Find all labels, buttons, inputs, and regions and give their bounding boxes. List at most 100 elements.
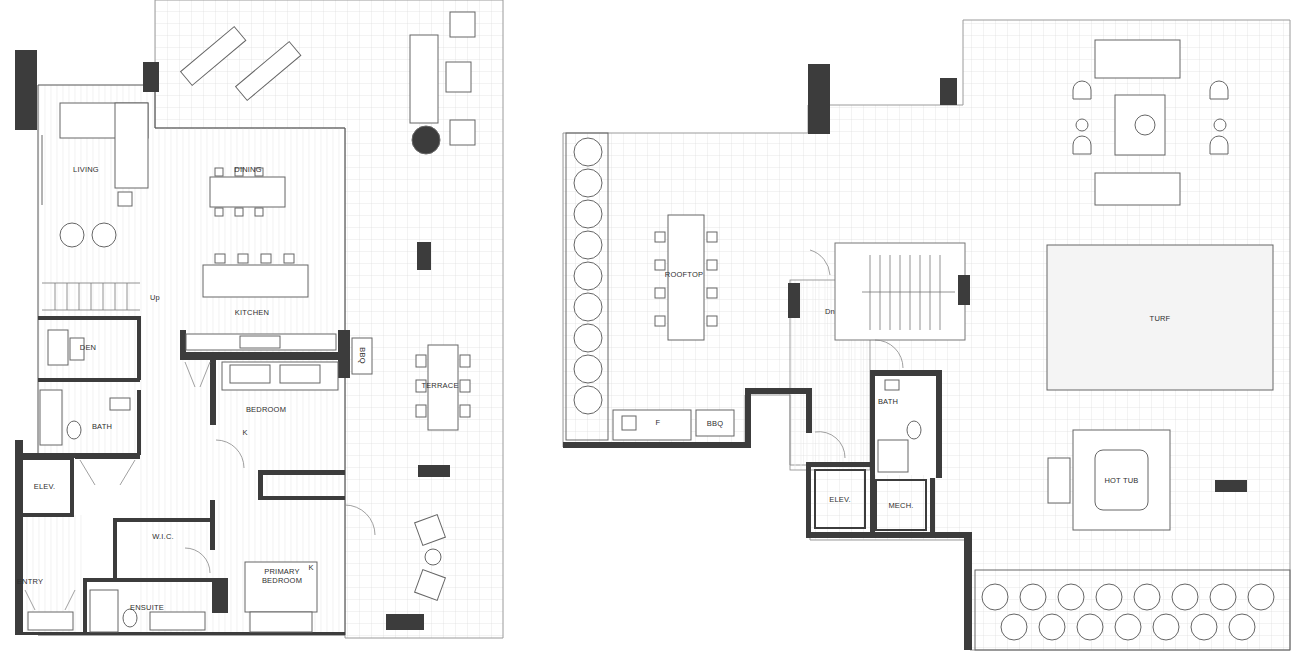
plan-line: [261, 254, 271, 263]
plan-line: [655, 260, 665, 270]
plan-line: [83, 578, 87, 635]
plan-line: [1134, 584, 1160, 610]
plan-line: [1058, 584, 1084, 610]
plan-line: [60, 223, 84, 247]
room-label: BATH: [92, 423, 112, 432]
plan-line: [707, 288, 717, 298]
plan-line: [410, 35, 438, 123]
plan-line: [1215, 480, 1247, 492]
plan-line: [835, 243, 965, 340]
plan-line: [416, 355, 426, 367]
elevator-outline: [17, 458, 72, 515]
plan-line: [940, 78, 957, 105]
plan-line: [280, 365, 320, 383]
room-label: ELEV.: [829, 495, 851, 504]
plan-line: [28, 612, 73, 630]
room-label: TURF: [1150, 314, 1171, 323]
plan-line: [416, 405, 426, 417]
room-label: DINING: [234, 166, 261, 175]
room-box: HOT TUB: [1096, 451, 1147, 509]
plan-line: [806, 462, 811, 537]
plan-line: [815, 470, 865, 528]
room-label: F: [656, 419, 661, 428]
plan-line: [123, 609, 137, 627]
plan-line: [92, 223, 116, 247]
plan-line: [982, 584, 1008, 610]
plan-line: [1135, 115, 1155, 135]
plan-line: [1248, 584, 1274, 610]
plan-line: [1073, 136, 1091, 154]
plan-line: [460, 380, 470, 392]
plan-line: [1047, 245, 1273, 390]
room-label: ROOFTOP: [665, 271, 703, 280]
plan-line: [215, 208, 223, 216]
room-label: Dn: [825, 308, 835, 317]
plan-line: [907, 421, 921, 439]
plan-line: [890, 255, 891, 330]
plan-line: [1229, 614, 1255, 640]
plan-line: [110, 398, 130, 410]
room-label: BATH: [878, 398, 898, 407]
plan-line: [875, 340, 903, 368]
plan-line: [566, 133, 608, 440]
plan-line: [42, 310, 140, 311]
plan-line: [1095, 173, 1180, 205]
plan-line: [940, 255, 941, 330]
plan-line: [386, 614, 424, 630]
plan-line: [79, 283, 80, 310]
plan-line: [181, 27, 246, 86]
room-label: BBQ: [357, 347, 366, 363]
plan-line: [870, 370, 875, 535]
plan-line: [203, 265, 308, 297]
plan-line: [180, 352, 345, 360]
plan-line: [1153, 614, 1179, 640]
plan-line: [876, 480, 926, 530]
plan-line: [563, 442, 745, 448]
plan-line: [622, 416, 636, 430]
plan-line: [90, 590, 118, 632]
plan-line: [418, 465, 450, 477]
room-label: LIVING: [73, 166, 99, 175]
plan-line: [338, 330, 350, 378]
plan-line: [236, 42, 301, 101]
plan-line: [67, 421, 81, 439]
plan-line: [150, 612, 205, 630]
plan-line: [655, 316, 665, 326]
plan-line: [870, 373, 940, 475]
room-label: ENTRY: [17, 578, 43, 587]
plan-line: [1073, 81, 1091, 99]
plan-line: [1172, 584, 1198, 610]
plan-line: [210, 177, 285, 207]
plan-line: [91, 283, 92, 310]
plan-line: [815, 432, 845, 458]
plan-line: [958, 275, 970, 305]
plan-line: [412, 126, 440, 154]
plan-line: [83, 578, 213, 582]
room-label: HOT TUB: [1104, 476, 1138, 485]
room-label: DEN: [80, 344, 96, 353]
plan-line: [240, 336, 280, 348]
plan-line: [137, 316, 141, 380]
plan-line: [910, 255, 911, 330]
plan-line: [1210, 81, 1228, 99]
plan-line: [930, 478, 935, 536]
plan-line: [460, 355, 470, 367]
plan-line: [1115, 95, 1165, 155]
room-label: W.I.C.: [152, 533, 174, 542]
plan-line: [930, 255, 931, 330]
roof-floor: [563, 20, 1290, 650]
room-label: PRIMARY BEDROOM: [256, 568, 308, 585]
plan-line: [870, 370, 942, 376]
plan-line: [1039, 614, 1065, 640]
plan-line: [574, 355, 602, 383]
plan-line: [880, 255, 881, 330]
plan-line: [210, 360, 216, 425]
plan-line: [936, 370, 942, 478]
room-box: ELEV.: [816, 471, 864, 527]
plan-line: [236, 42, 301, 101]
plan-line: [788, 283, 800, 318]
plan-line: [263, 496, 345, 500]
plan-line: [806, 532, 946, 538]
plan-line: [118, 192, 132, 206]
interior-floor: [15, 85, 345, 635]
